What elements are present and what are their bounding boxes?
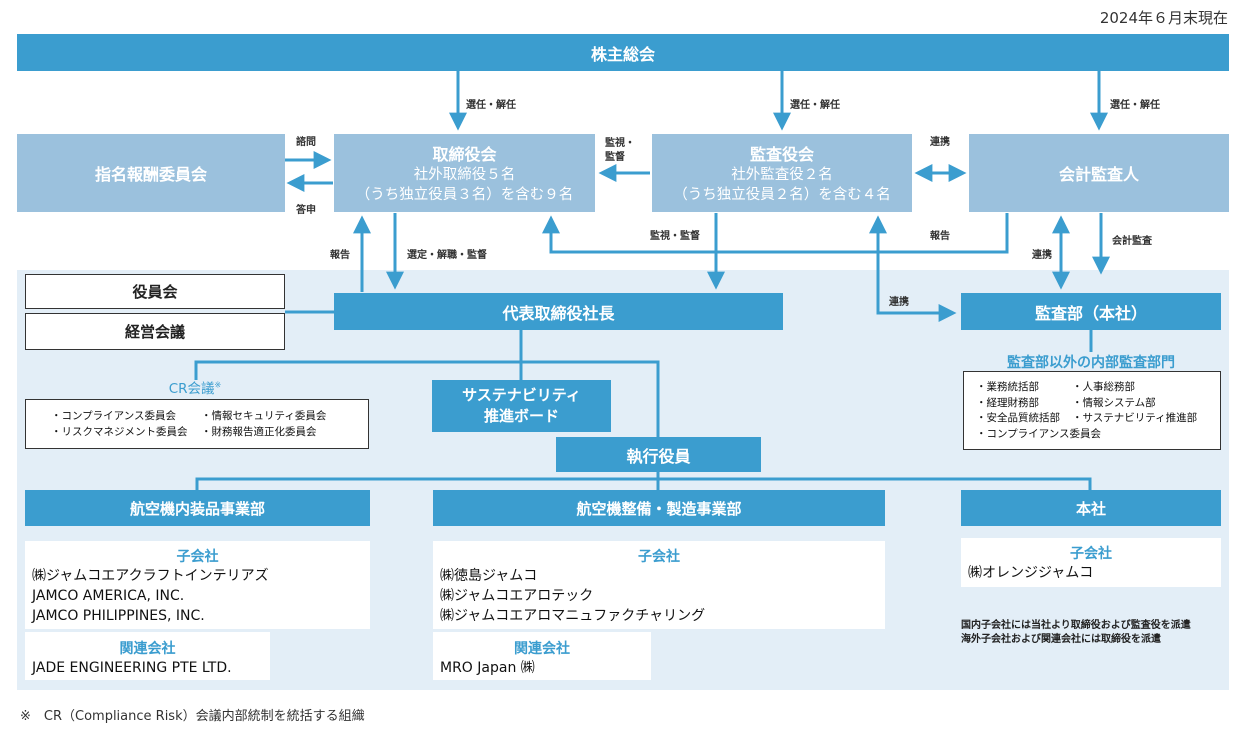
sustainability-line2: 推進ボード [483, 407, 559, 425]
audit-department-box: 監査部（本社） [961, 293, 1221, 330]
subsidiary-item: ㈱オレンジジャムコ [968, 565, 1094, 581]
board-title: 取締役会 [432, 145, 497, 164]
internal-audit-list: ・業務統括部 ・人事総務部 ・経理財務部 ・情報システム部 ・安全品質統括部 ・… [963, 371, 1221, 450]
division-interiors-subsidiaries: 子会社 ㈱ジャムコエアクラフトインテリアズ JAMCO AMERICA, INC… [25, 541, 370, 629]
division-interiors-box: 航空機内装品事業部 [25, 490, 370, 526]
cr-meeting-title: CR会議※ [150, 377, 240, 398]
cr-meeting-list: ・コンプライアンス委員会 ・情報セキュリティ委員会 ・リスクマネジメント委員会 … [25, 399, 369, 449]
cr-note-mark: ※ [214, 380, 222, 390]
cr-item: ・コンプライアンス委員会 [51, 410, 177, 422]
audit-board-title: 監査役会 [749, 145, 814, 164]
label-supervise-a: 監視・ [605, 138, 635, 149]
accounting-auditor-box: 会計監査人 [969, 134, 1229, 212]
board-line1: 社外取締役５名 [413, 167, 516, 183]
management-meeting-box: 経営会議 [25, 313, 285, 350]
board-of-directors-box: 取締役会 社外取締役５名 （うち独立役員３名）を含む９名 [334, 134, 595, 212]
subsidiary-heading: 子会社 [638, 549, 680, 565]
cr-item: ・財務報告適正化委員会 [201, 425, 317, 438]
label-elect-audit-board: 選任・解任 [790, 100, 840, 111]
audit-board-box: 監査役会 社外監査役２名 （うち独立役員２名）を含む４名 [652, 134, 912, 212]
label-select-dismiss: 選定・解職・監督 [407, 250, 487, 261]
subsidiary-item: ㈱ジャムコエアロテック [440, 588, 594, 604]
cr-item: ・リスクマネジメント委員会 [51, 425, 188, 438]
executive-officers-box: 執行役員 [556, 437, 761, 472]
note-line: 海外子会社および関連会社には取締役を派遣 [961, 634, 1161, 645]
cr-item: ・情報セキュリティ委員会 [201, 410, 327, 422]
cr-title-text: CR会議 [168, 381, 215, 397]
sustainability-board-box: サステナビリティ 推進ボード [432, 380, 611, 432]
subsidiary-heading: 子会社 [1070, 546, 1112, 562]
subsidiary-item: ㈱徳島ジャムコ [440, 568, 538, 584]
division-interiors-affiliates: 関連会社 JADE ENGINEERING PTE LTD. [25, 632, 270, 680]
internal-audit-title: 監査部以外の内部監査部門 [1007, 355, 1175, 371]
label-elect-board: 選任・解任 [466, 100, 516, 111]
board-line2: （うち独立役員３名）を含む９名 [355, 187, 574, 203]
label-supervise-b: 監督 [605, 152, 625, 163]
internal-audit-item: ・コンプライアンス委員会 [976, 427, 1102, 440]
audit-board-line2: （うち独立役員２名）を含む４名 [673, 187, 891, 203]
affiliate-heading: 関連会社 [119, 641, 176, 657]
shareholders-meeting-box: 株主総会 [17, 34, 1229, 71]
label-supervise-president: 監視・監督 [650, 231, 700, 242]
division-maintenance-affiliates: 関連会社 MRO Japan ㈱ [433, 632, 651, 680]
dispatch-notes: 国内子会社には当社より取締役および監査役を派遣 海外子会社および関連会社には取締… [961, 619, 1191, 647]
label-cooperation-auditor: 連携 [930, 137, 950, 148]
label-elect-auditor: 選任・解任 [1110, 100, 1160, 111]
sustainability-line1: サステナビリティ [462, 386, 581, 404]
subsidiary-item: JAMCO AMERICA, INC. [32, 588, 185, 604]
division-maintenance-box: 航空機整備・製造事業部 [433, 490, 885, 526]
label-consult: 諮問 [296, 137, 316, 148]
label-report-auditor: 報告 [930, 231, 950, 242]
label-cooperation-dept: 連携 [1032, 250, 1052, 261]
as-of-date: 2024年６月末現在 [1099, 9, 1228, 27]
division-headquarters-box: 本社 [961, 490, 1221, 526]
footnote: ※ CR（Compliance Risk）会議内部統制を統括する組織 [20, 709, 365, 724]
affiliate-item: MRO Japan ㈱ [440, 660, 535, 676]
affiliate-heading: 関連会社 [514, 641, 570, 657]
audit-board-line1: 社外監査役２名 [731, 167, 833, 183]
nomination-committee-box: 指名報酬委員会 [17, 134, 285, 212]
nomination-committee-title: 指名報酬委員会 [94, 165, 207, 184]
label-report-board: 報告 [330, 250, 350, 261]
division-headquarters-subsidiaries: 子会社 ㈱オレンジジャムコ [961, 538, 1221, 587]
division-maintenance-subsidiaries: 子会社 ㈱徳島ジャムコ ㈱ジャムコエアロテック ㈱ジャムコエアロマニュファクチャ… [433, 541, 885, 629]
subsidiary-heading: 子会社 [176, 549, 219, 565]
auditor-title: 会計監査人 [1058, 165, 1139, 184]
internal-audit-item: ・経理財務部 [976, 396, 1039, 409]
internal-audit-item: ・情報システム部 [1072, 396, 1156, 409]
note-line: 国内子会社には当社より取締役および監査役を派遣 [961, 620, 1191, 631]
affiliate-item: JADE ENGINEERING PTE LTD. [32, 660, 232, 676]
officers-meeting-box: 役員会 [25, 274, 285, 309]
president-box: 代表取締役社長 [334, 293, 783, 330]
internal-audit-item: ・人事総務部 [1072, 381, 1135, 393]
label-accounting-audit: 会計監査 [1112, 236, 1152, 247]
subsidiary-item: ㈱ジャムコエアロマニュファクチャリング [440, 608, 706, 624]
internal-audit-item: ・業務統括部 [976, 381, 1039, 393]
internal-audit-item: ・安全品質統括部 [976, 412, 1060, 424]
label-answer: 答申 [296, 205, 316, 216]
label-cooperation-audit-board: 連携 [889, 297, 909, 308]
internal-audit-item: ・サステナビリティ推進部 [1072, 412, 1198, 424]
subsidiary-item: JAMCO PHILIPPINES, INC. [32, 608, 205, 624]
subsidiary-item: ㈱ジャムコエアクラフトインテリアズ [32, 568, 269, 584]
